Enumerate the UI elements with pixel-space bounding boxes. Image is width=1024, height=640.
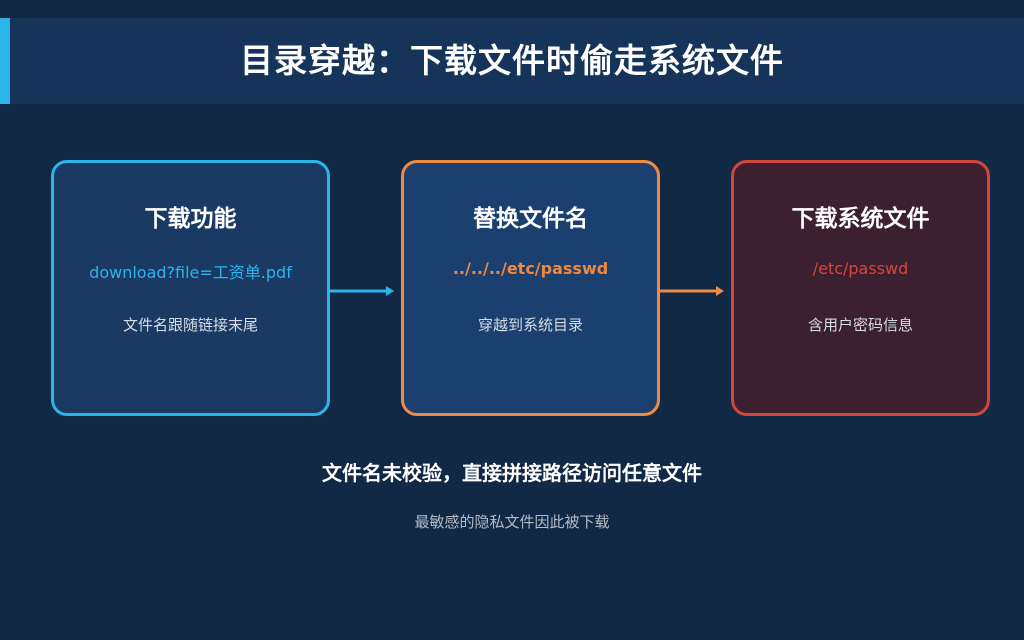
- step-description: 含用户密码信息: [807, 316, 913, 334]
- step-card-download-system-file: 下载系统文件 /etc/passwd 含用户密码信息: [731, 160, 990, 416]
- step-code: download?file=工资单.pdf: [89, 263, 292, 282]
- header-accent-bar: [0, 18, 10, 104]
- step-description: 文件名跟随链接末尾: [122, 316, 258, 334]
- summary-title: 文件名未校验，直接拼接路径访问任意文件: [322, 461, 702, 485]
- step-title: 下载系统文件: [791, 206, 930, 232]
- step-description: 穿越到系统目录: [477, 316, 583, 334]
- step-title: 替换文件名: [473, 206, 588, 232]
- page-title: 目录穿越：下载文件时偷走系统文件: [240, 41, 784, 80]
- header-band: [0, 18, 1024, 104]
- flow-arrow-1: [330, 286, 394, 296]
- step-title: 下载功能: [144, 206, 237, 232]
- step-code: /etc/passwd: [812, 259, 909, 278]
- step-card-download-feature: 下载功能 download?file=工资单.pdf 文件名跟随链接末尾: [51, 160, 330, 416]
- step-card-replace-filename: 替换文件名 ../../../etc/passwd 穿越到系统目录: [401, 160, 660, 416]
- step-code: ../../../etc/passwd: [452, 259, 609, 278]
- summary-subtitle: 最敏感的隐私文件因此被下载: [414, 513, 610, 531]
- flow-arrow-2: [660, 286, 724, 296]
